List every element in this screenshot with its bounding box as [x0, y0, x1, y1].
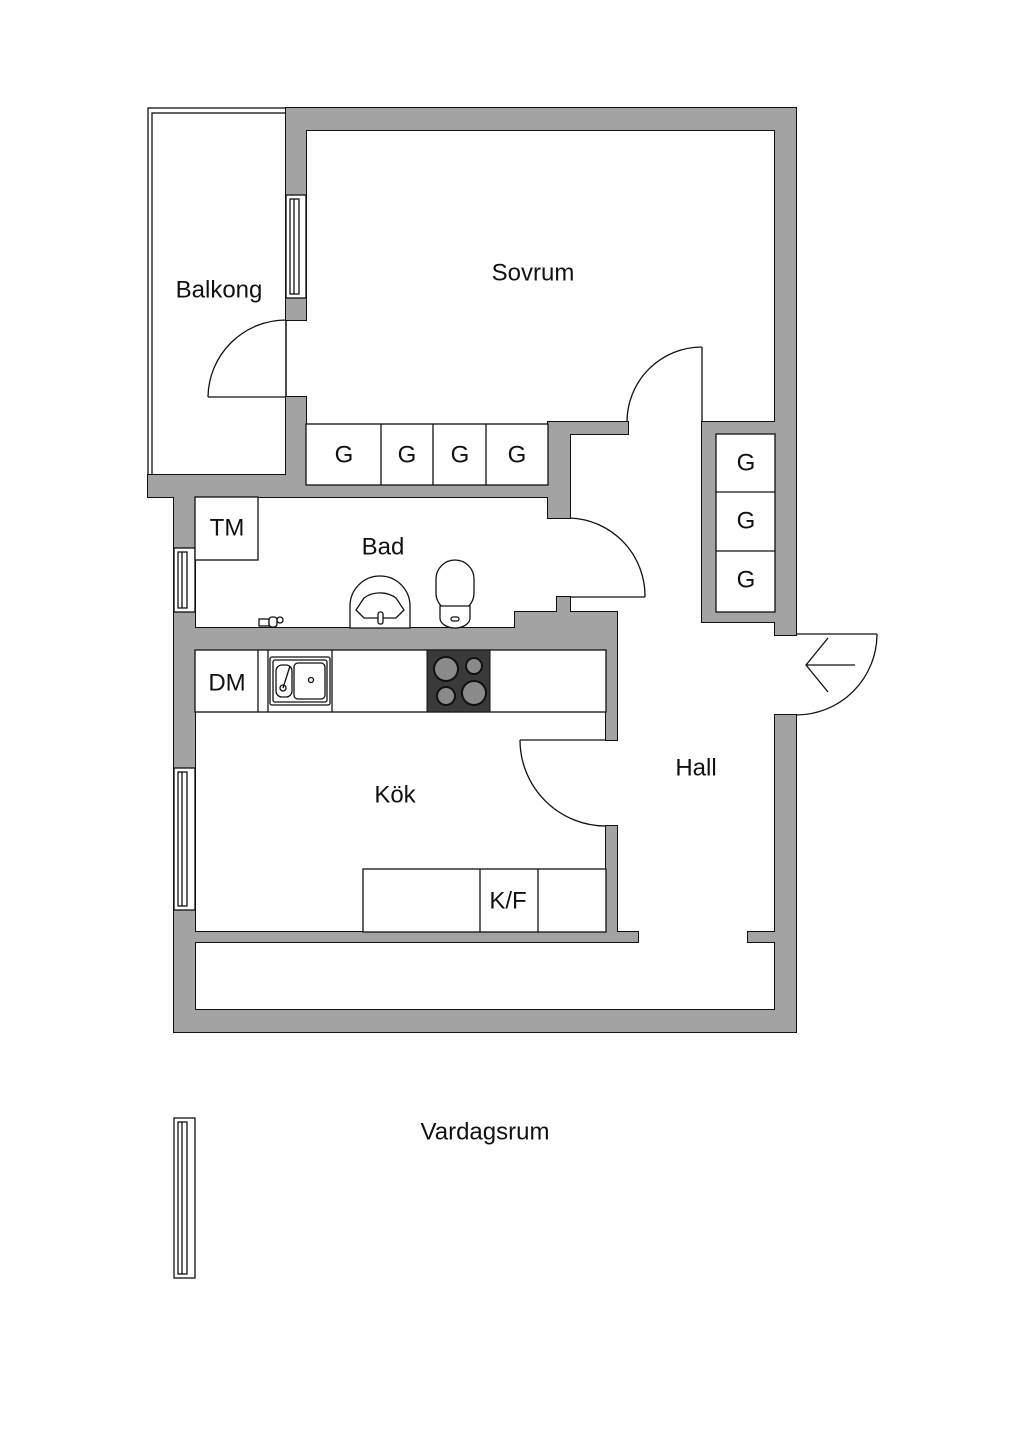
bathroom-fixtures: TM [194, 496, 475, 629]
window-vardagsrum [173, 1117, 196, 1279]
kitchen-counter-top: DM [194, 649, 607, 713]
closet-label: G [737, 507, 756, 534]
room-label-bad: Bad [362, 533, 405, 560]
closets-right: G G G [715, 433, 776, 613]
kitchen-counter-bottom: K/F [362, 868, 607, 933]
window-bad [173, 547, 196, 613]
room-label-kok: Kök [374, 781, 416, 808]
room-label-sovrum: Sovrum [492, 259, 575, 286]
faucet-icon [258, 616, 284, 628]
sink-icon [349, 575, 411, 629]
doors [207, 319, 878, 827]
door-bad [569, 517, 646, 598]
entrance-door [795, 633, 878, 716]
kf-label: K/F [489, 887, 526, 914]
room-label-hall: Hall [675, 754, 716, 781]
door-sovrum [626, 346, 703, 423]
door-kok [519, 739, 607, 827]
closet-label: G [335, 441, 354, 468]
washing-machine [194, 496, 259, 561]
closet-label: G [451, 441, 470, 468]
window-kok [173, 767, 196, 911]
room-labels: Balkong Sovrum Bad Kök Hall Vardagsrum [176, 259, 717, 1145]
stove-icon [426, 649, 491, 713]
closet-label: G [737, 449, 756, 476]
kitchen-sink-icon [269, 656, 331, 706]
closets-top: G G G G [305, 423, 549, 486]
toilet-icon [435, 559, 475, 629]
closet-label: G [737, 566, 756, 593]
arrow-left-icon [805, 637, 855, 693]
window-sovrum [285, 194, 307, 299]
door-balkong [207, 319, 287, 398]
room-label-balkong: Balkong [176, 276, 263, 303]
dm-label: DM [208, 669, 245, 696]
balcony [147, 107, 287, 479]
room-label-vardagsrum: Vardagsrum [421, 1118, 550, 1145]
closet-label: G [398, 441, 417, 468]
closet-label: G [508, 441, 527, 468]
tm-label: TM [210, 514, 245, 541]
windows [173, 194, 307, 1279]
